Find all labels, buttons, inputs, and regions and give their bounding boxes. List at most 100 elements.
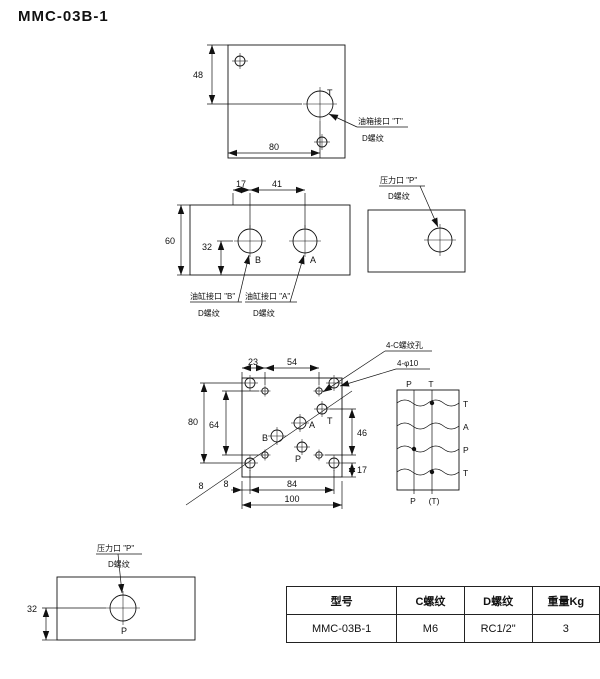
thread-hole: [259, 449, 271, 461]
spec-cell-c-thread: M6: [396, 614, 465, 643]
junction-dot: [429, 469, 435, 475]
dimension-23-54: 23 54: [241, 357, 320, 385]
spec-header-c-thread: C螺纹: [396, 586, 465, 615]
dim-32: 32: [27, 604, 37, 614]
symbol-right-t1: T: [463, 399, 468, 409]
right-view-block: [367, 209, 466, 273]
thread-hole: [313, 449, 325, 461]
dimension-80: 80: [228, 121, 321, 158]
port-a-hole: [290, 413, 310, 433]
dimension-48: 48: [193, 44, 302, 105]
symbol-right-t2: T: [463, 468, 468, 478]
dim-41: 41: [272, 179, 282, 189]
leader-tank-thread-text: D螺纹: [362, 133, 384, 143]
spec-header-d-thread: D螺纹: [463, 586, 533, 615]
pressure-port-hole: [423, 223, 457, 257]
junction-dot: [429, 400, 435, 406]
leader-b-text: 油缸接口 "B": [190, 291, 235, 301]
spec-header-weight: 重量Kg: [531, 586, 600, 615]
leader-thread-text: 4-C螺纹孔: [386, 340, 423, 350]
leader-pressure-port: 压力口 "P" D螺纹: [96, 543, 142, 594]
spec-table-container: 型号 C螺纹 D螺纹 重量Kg MMC-03B-1 M6 RC1/2" 3: [285, 586, 600, 643]
corner-hole: [313, 133, 331, 151]
dim-8b: 8: [198, 481, 203, 491]
dim-54: 54: [287, 357, 297, 367]
dim-48: 48: [193, 70, 203, 80]
leader-cyl-port-b: 油缸接口 "B" D螺纹: [190, 254, 251, 318]
dim-100: 100: [284, 494, 299, 504]
spec-cell-model: MMC-03B-1: [285, 614, 398, 643]
port-label-b: B: [255, 255, 261, 265]
port-label-a: A: [310, 255, 316, 265]
symbol-bottom-p: P: [410, 496, 416, 506]
symbol-channel-t2: [396, 468, 460, 476]
spec-cell-weight: 3: [531, 614, 600, 643]
leader-b-thread-text: D螺纹: [198, 308, 220, 318]
port-label-t: T: [327, 416, 333, 426]
leader-tank-port-text: 油箱接口 "T": [358, 116, 403, 126]
symbol-channel-t1: [396, 399, 460, 407]
dim-84: 84: [287, 479, 297, 489]
leader-p-thread-text: D螺纹: [388, 191, 410, 201]
dimension-80-64: 80 64: [188, 382, 259, 464]
spec-header-model: 型号: [285, 586, 398, 615]
front-view-block: [189, 204, 351, 276]
port-p-hole: [293, 438, 311, 456]
dim-17: 17: [236, 179, 246, 189]
port-label-a: A: [309, 420, 315, 430]
symbol-right-p: P: [463, 445, 469, 455]
leader-p-text: 压力口 "P": [97, 543, 134, 553]
port-label-b: B: [262, 433, 268, 443]
symbol-top-p: P: [406, 379, 412, 389]
pressure-port-hole: [105, 590, 141, 626]
leader-a-text: 油缸接口 "A": [245, 291, 290, 301]
bottom-view-block: [241, 377, 343, 478]
diagonal-axis-line: [185, 390, 353, 506]
spec-table: 型号 C螺纹 D螺纹 重量Kg MMC-03B-1 M6 RC1/2" 3: [285, 586, 600, 643]
dimension-46-17: 46 17: [325, 408, 367, 478]
dimension-32: 32: [27, 604, 106, 641]
port-b-hole: [267, 426, 287, 446]
front-view: B A 17 41 60 32: [165, 179, 351, 318]
dim-17: 17: [357, 465, 367, 475]
leader-tank-port: 油箱接口 "T" D螺纹: [328, 113, 408, 143]
leader-through-holes: 4-φ10: [339, 359, 430, 387]
page-title: MMC-03B-1: [18, 8, 109, 25]
symbol-frame: [396, 389, 460, 491]
dimension-17-41: 17 41: [232, 179, 306, 228]
corner-hole: [231, 52, 249, 70]
dim-64: 64: [209, 420, 219, 430]
thread-hole: [313, 385, 325, 397]
dim-80: 80: [188, 417, 198, 427]
dim-46: 46: [357, 428, 367, 438]
port-t-hole: [313, 400, 331, 418]
leader-cyl-port-a: 油缸接口 "A" D螺纹: [245, 254, 305, 318]
symbol-top-t: T: [428, 379, 433, 389]
leader-a-thread-text: D螺纹: [253, 308, 275, 318]
symbol-channel-a: [396, 422, 460, 430]
junction-dot: [411, 446, 417, 452]
symbol-channel-p: [396, 445, 460, 453]
through-hole: [325, 454, 343, 472]
dimension-60: 60: [165, 204, 190, 276]
leader-holes-text: 4-φ10: [397, 359, 419, 368]
port-label-p: P: [121, 626, 127, 636]
right-side-view: 压力口 "P" D螺纹: [367, 175, 466, 273]
dim-23: 23: [248, 357, 258, 367]
port-label-p: P: [295, 454, 301, 464]
top-view: T 48 80 油箱接口 "T" D螺纹: [193, 44, 408, 159]
leader-p-text: 压力口 "P": [380, 175, 417, 185]
dim-60: 60: [165, 236, 175, 246]
spec-cell-d-thread: RC1/2": [463, 614, 533, 643]
symbol-bottom-t: (T): [429, 496, 440, 506]
port-b-hole: [233, 224, 267, 258]
leader-thread-holes: 4-C螺纹孔: [322, 340, 432, 393]
dim-32: 32: [202, 242, 212, 252]
dim-80: 80: [269, 142, 279, 152]
spec-table-header-row: 型号 C螺纹 D螺纹 重量Kg: [285, 586, 600, 615]
dimension-32: 32: [202, 240, 233, 275]
through-hole: [241, 374, 259, 392]
port-label-t: T: [327, 88, 333, 98]
side-view-block: [56, 576, 196, 641]
